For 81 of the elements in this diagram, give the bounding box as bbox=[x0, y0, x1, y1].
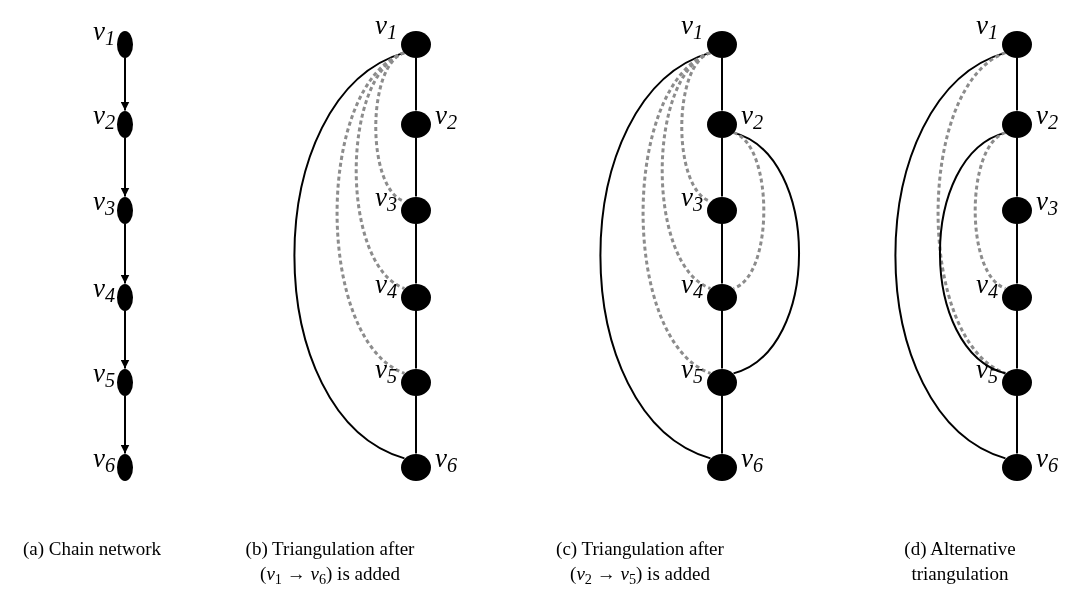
vertex-label: v$_{2}$ bbox=[92, 102, 115, 129]
edge-line bbox=[732, 131, 801, 375]
vertex-label: v$_{6}$ bbox=[92, 445, 115, 472]
vertex-label: v$_{1}$ bbox=[680, 12, 703, 39]
graph-vertex bbox=[1002, 30, 1032, 58]
graph-vertex bbox=[117, 453, 133, 481]
edge-line bbox=[1016, 56, 1018, 112]
graph-vertex bbox=[117, 110, 133, 138]
graph-vertex bbox=[1002, 453, 1032, 481]
graph-vertex bbox=[707, 196, 737, 224]
edge-line bbox=[1016, 222, 1018, 285]
dashed-edge bbox=[732, 131, 766, 290]
graph-vertex bbox=[401, 283, 431, 311]
graph-vertex bbox=[401, 368, 431, 396]
subfigure-caption: (c) Triangulation after (v$_{2}$ → v$_{5}$) is added bbox=[555, 537, 725, 586]
edge-line bbox=[599, 51, 712, 460]
subfigure-caption: (a) Chain network bbox=[21, 537, 163, 561]
edge-line bbox=[721, 309, 723, 370]
edge-line bbox=[721, 394, 723, 455]
edge-line bbox=[721, 56, 723, 112]
arrow bbox=[120, 309, 130, 370]
vertex-label: v$_{3}$ bbox=[680, 184, 703, 211]
vertex-label: v$_{2}$ bbox=[435, 102, 458, 129]
edge-line bbox=[721, 222, 723, 285]
graph-vertex bbox=[117, 368, 133, 396]
arrow bbox=[120, 222, 130, 285]
graph-vertex bbox=[707, 110, 737, 138]
arrow bbox=[120, 56, 130, 112]
graph-vertex bbox=[1002, 283, 1032, 311]
vertex-label: v$_{1}$ bbox=[975, 12, 998, 39]
graph-vertex bbox=[707, 453, 737, 481]
graph-vertex bbox=[117, 283, 133, 311]
vertex-label: v$_{3}$ bbox=[1036, 188, 1059, 215]
edge-line bbox=[415, 394, 417, 455]
edge-line bbox=[415, 136, 417, 198]
vertex-label: v$_{5}$ bbox=[374, 356, 397, 383]
dashed-edge bbox=[335, 51, 406, 375]
edge-line bbox=[415, 56, 417, 112]
graph-vertex bbox=[401, 453, 431, 481]
vertex-label: v$_{3}$ bbox=[374, 184, 397, 211]
graph-vertex bbox=[401, 110, 431, 138]
vertex-label: v$_{1}$ bbox=[374, 12, 397, 39]
graph-vertex bbox=[1002, 110, 1032, 138]
graph-vertex bbox=[401, 196, 431, 224]
edge-line bbox=[721, 136, 723, 198]
vertex-label: v$_{6}$ bbox=[1036, 445, 1059, 472]
graph-vertex bbox=[1002, 368, 1032, 396]
edge-line bbox=[415, 309, 417, 370]
dashed-edge bbox=[973, 131, 1007, 290]
vertex-label: v$_{4}$ bbox=[374, 271, 397, 298]
vertex-label: v$_{2}$ bbox=[741, 102, 764, 129]
subfigure-caption: (b) Triangulation after (v$_{1}$ → v$_{6}$) is added bbox=[244, 537, 416, 586]
edge-line bbox=[1016, 309, 1018, 370]
vertex-label: v$_{4}$ bbox=[975, 271, 998, 298]
edge-line bbox=[415, 222, 417, 285]
edge-line bbox=[293, 51, 406, 460]
subfigure-caption: (d) Alternative triangulation bbox=[903, 537, 1017, 586]
vertex-label: v$_{2}$ bbox=[1036, 102, 1059, 129]
vertex-label: v$_{4}$ bbox=[680, 271, 703, 298]
dashed-edge bbox=[641, 51, 712, 375]
graph-vertex bbox=[117, 196, 133, 224]
graph-vertex bbox=[401, 30, 431, 58]
arrow bbox=[120, 136, 130, 198]
graph-vertex bbox=[1002, 196, 1032, 224]
dashed-edge bbox=[936, 51, 1007, 375]
arrow bbox=[120, 394, 130, 455]
graph-vertex bbox=[117, 30, 133, 58]
vertex-label: v$_{5}$ bbox=[680, 356, 703, 383]
vertex-label: v$_{6}$ bbox=[741, 445, 764, 472]
edge-line bbox=[894, 51, 1007, 460]
edge-line bbox=[938, 131, 1007, 375]
graph-vertex bbox=[707, 30, 737, 58]
vertex-label: v$_{5}$ bbox=[92, 360, 115, 387]
edge-line bbox=[1016, 394, 1018, 455]
vertex-label: v$_{6}$ bbox=[435, 445, 458, 472]
vertex-label: v$_{4}$ bbox=[92, 275, 115, 302]
graph-vertex bbox=[707, 368, 737, 396]
edge-line bbox=[1016, 136, 1018, 198]
vertex-label: v$_{1}$ bbox=[92, 18, 115, 45]
graph-vertex bbox=[707, 283, 737, 311]
vertex-label: v$_{3}$ bbox=[92, 188, 115, 215]
